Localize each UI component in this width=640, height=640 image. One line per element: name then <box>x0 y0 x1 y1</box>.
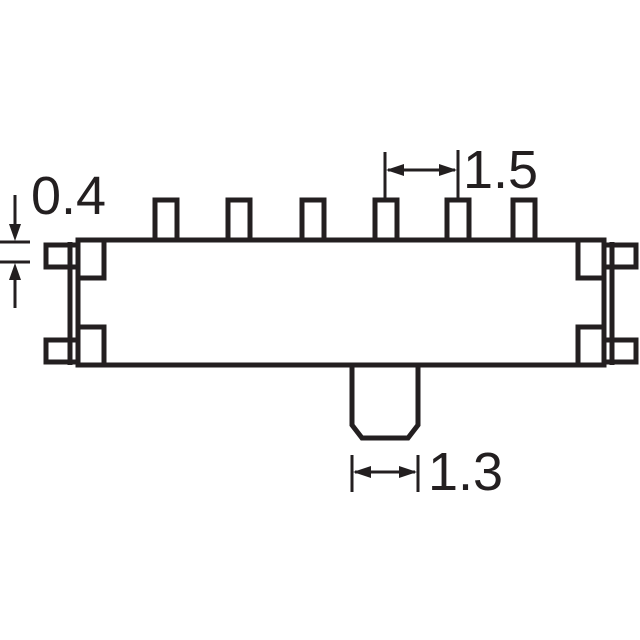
left-lower-block <box>75 324 107 368</box>
top-pin-3 <box>299 197 327 243</box>
arrow-up-icon <box>9 263 21 280</box>
arrow-down-icon <box>9 224 21 241</box>
arrow-right-icon <box>439 164 457 176</box>
right-lower-block <box>575 324 607 368</box>
right-lower-tab <box>601 337 639 365</box>
top-pin-4 <box>372 197 400 243</box>
arrow-left-icon <box>353 466 371 478</box>
top-pin-6 <box>510 197 538 243</box>
arrow-right-icon <box>399 466 417 478</box>
arrow-left-icon <box>386 164 404 176</box>
dimension-actuator-width: 1.3 <box>350 442 503 502</box>
dimension-pin-pitch: 1.5 <box>383 140 538 200</box>
dimension-label-actuator-width: 1.3 <box>428 442 503 502</box>
left-upper-tab <box>43 242 81 270</box>
left-frame <box>67 237 107 368</box>
top-pin-1 <box>152 197 180 243</box>
switch-body <box>75 237 607 368</box>
top-pin-2 <box>225 197 253 243</box>
right-upper-block <box>575 237 607 281</box>
right-frame <box>575 237 615 368</box>
right-upper-tab <box>601 242 639 270</box>
dimension-pad-height: 0.4 <box>0 166 106 308</box>
top-pins <box>152 197 538 243</box>
top-pin-5 <box>444 197 472 243</box>
dimension-label-pad-height: 0.4 <box>31 166 106 226</box>
actuator-knob <box>349 359 421 441</box>
dimension-label-pin-pitch: 1.5 <box>463 140 538 200</box>
left-lower-tab <box>43 337 81 365</box>
left-upper-block <box>75 237 107 281</box>
